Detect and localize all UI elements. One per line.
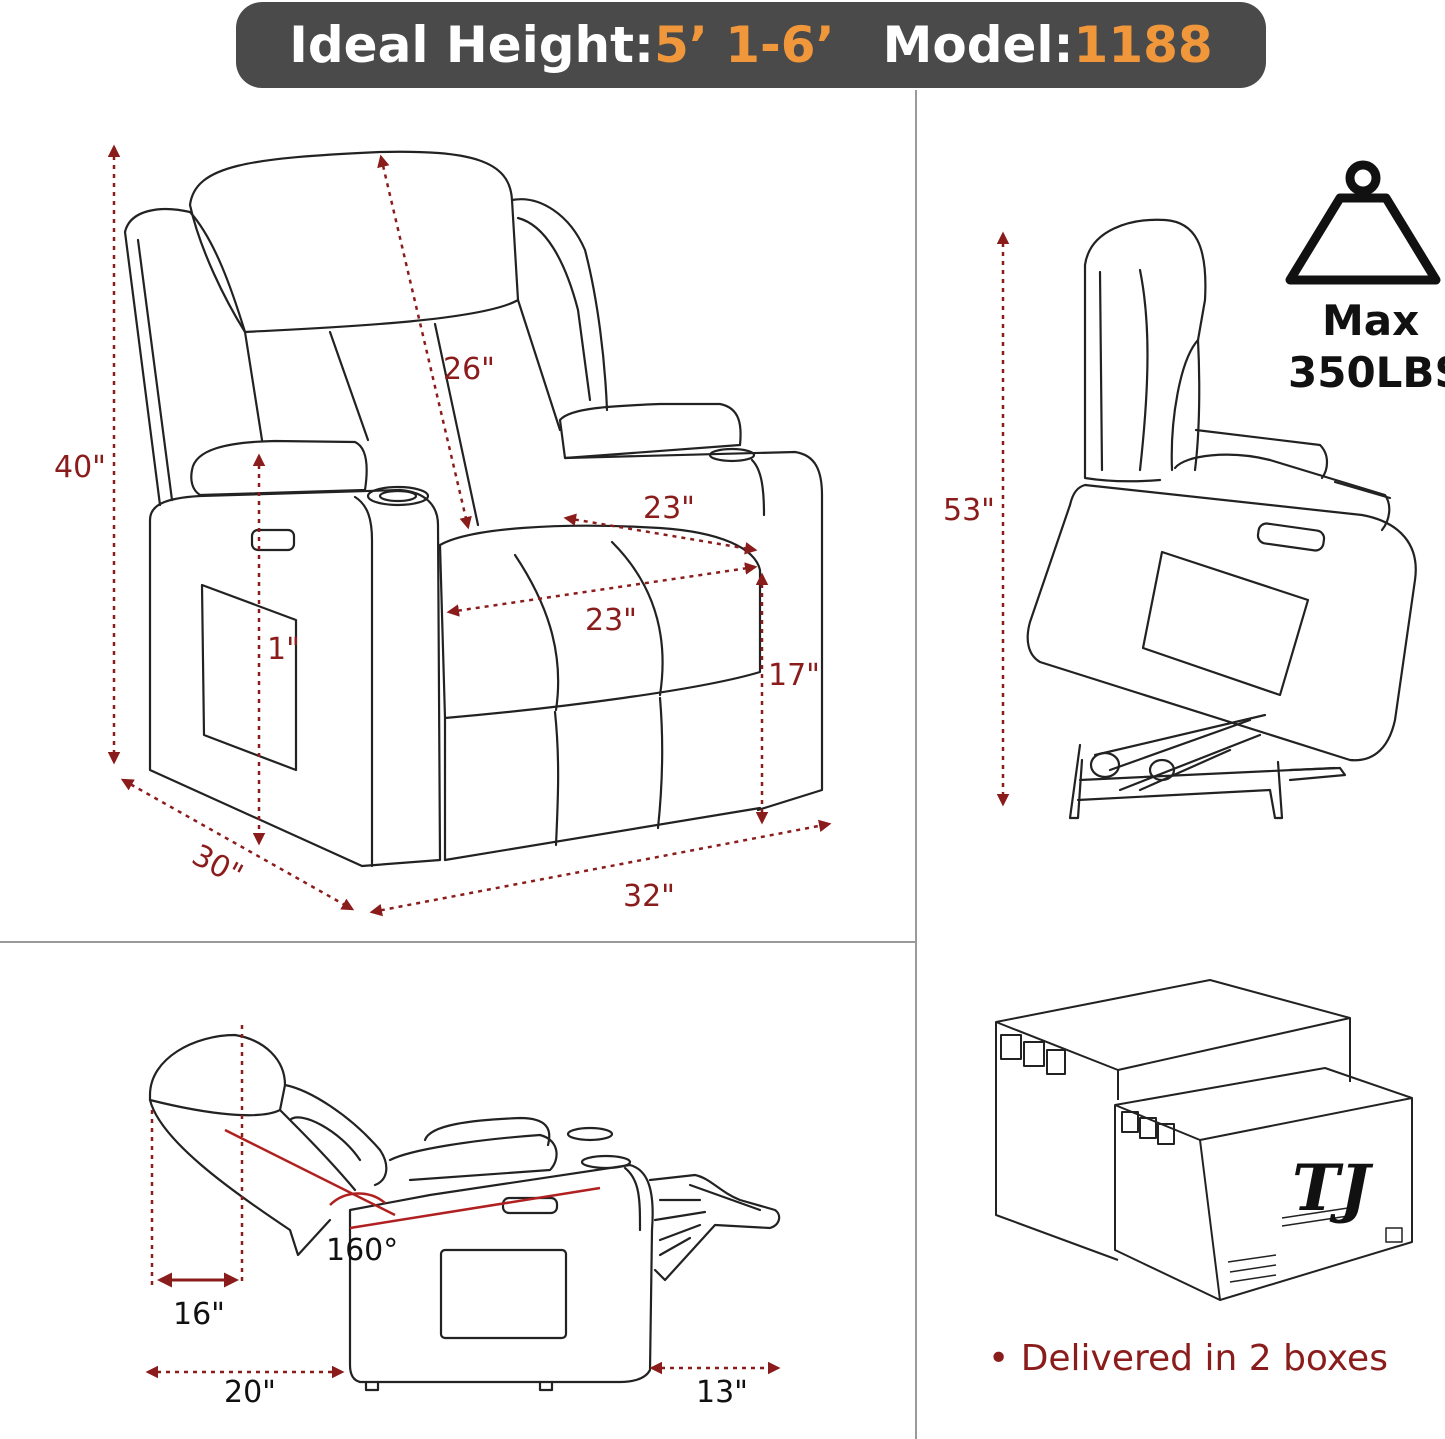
recline-angle-label: 160°	[326, 1233, 399, 1268]
seat-depth-label: 23"	[643, 491, 695, 526]
weight-icon	[1285, 160, 1441, 285]
back-height-label: 26"	[443, 352, 495, 387]
ideal-height-value: 5’ 1-6’	[654, 16, 835, 74]
shipping-boxes-drawing	[995, 979, 1413, 1301]
seat-to-floor-label: 1"	[267, 632, 300, 667]
dim-line-23-width	[446, 562, 758, 617]
front-chair-drawing	[123, 150, 824, 868]
rear-length-label: 20"	[224, 1375, 276, 1410]
lift-chair-drawing	[1026, 218, 1417, 820]
seat-width-label: 23"	[585, 603, 637, 638]
model-value: 1188	[1073, 16, 1213, 74]
ideal-height-label: Ideal Height:	[289, 16, 655, 74]
dim-line-26	[377, 154, 472, 530]
recline-chair-drawing	[148, 1033, 781, 1392]
armrest-height-label: 17"	[768, 658, 820, 693]
brand-logo: TJ	[1292, 1151, 1374, 1226]
weight-capacity-value: 350LBS	[1288, 348, 1445, 397]
horizontal-divider	[0, 941, 916, 943]
back-clearance-label: 16"	[173, 1297, 225, 1332]
delivery-text: Delivered in 2 boxes	[1020, 1338, 1388, 1379]
vertical-divider	[915, 90, 917, 1439]
dim-line-30	[120, 778, 355, 911]
title-banner: Ideal Height:5’ 1-6’ Model:1188	[236, 2, 1266, 88]
dim-line-32	[369, 819, 832, 917]
model-label: Model:	[882, 16, 1074, 74]
footrest-length-label: 13"	[696, 1375, 748, 1410]
height-label: 40"	[54, 450, 106, 485]
lift-height-label: 53"	[943, 493, 995, 528]
delivery-note: • Delivered in 2 boxes	[988, 1338, 1388, 1379]
bullet: •	[988, 1338, 1010, 1379]
weight-max-label: Max	[1322, 296, 1420, 345]
width-label: 32"	[623, 879, 675, 914]
